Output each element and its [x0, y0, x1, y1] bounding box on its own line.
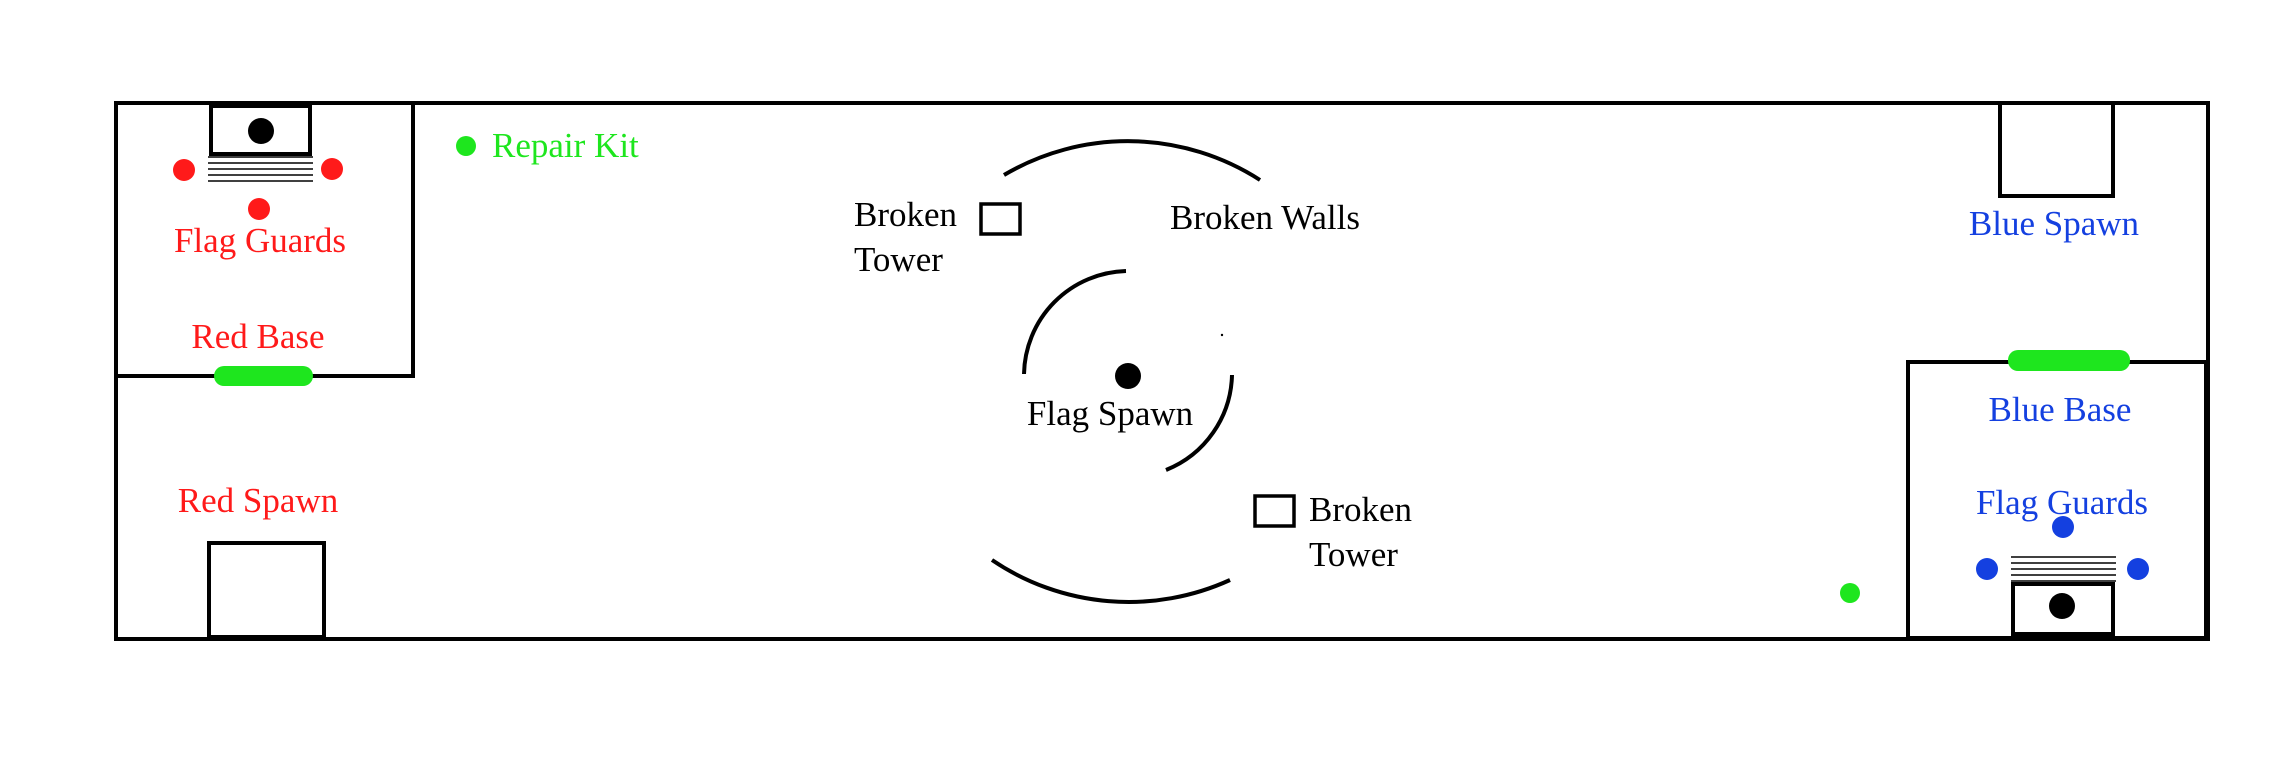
blue-base-label: Blue Base [1989, 390, 2132, 429]
flag-spawn-label: Flag Spawn [1027, 394, 1193, 433]
broken-tower-bottom [1253, 494, 1296, 528]
red-base-gate [214, 366, 313, 386]
broken-wall-inner-left [1022, 269, 1127, 375]
broken-walls-label: Broken Walls [1170, 198, 1360, 237]
blue-flag-guard [2052, 516, 2074, 538]
blue-flag-stand [2011, 582, 2115, 636]
red-base-label: Red Base [191, 317, 324, 356]
red-flag-guards-label: Flag Guards [174, 221, 346, 260]
blue-flag-guards-label: Flag Guards [1976, 483, 2148, 522]
red-flag-guard [248, 198, 270, 220]
broken-tower-top-label: Broken Tower [854, 195, 966, 279]
blue-spawn-label: Blue Spawn [1969, 204, 2139, 243]
broken-wall-outer-bottom [990, 558, 1231, 604]
flag-spawn-marker [1115, 363, 1141, 389]
repair-kit-marker [456, 136, 476, 156]
repair-kit-label: Repair Kit [492, 126, 639, 165]
blue-spawn-box [1998, 101, 2115, 198]
blue-base-gate [2008, 350, 2130, 371]
red-flag-stand [209, 104, 312, 156]
broken-tower-top [979, 202, 1022, 236]
red-flag-guard [321, 158, 343, 180]
blue-flag-guard [1976, 558, 1998, 580]
broken-tower-bottom-label: Broken Tower [1309, 490, 1421, 574]
broken-wall-outer-top [1002, 139, 1262, 182]
red-spawn-box [207, 541, 326, 639]
broken-wall-fragment [1220, 333, 1224, 337]
blue-flag-marker [2049, 593, 2075, 619]
red-spawn-label: Red Spawn [178, 481, 338, 520]
red-flag-guard [173, 159, 195, 181]
repair-kit-marker [1840, 583, 1860, 603]
red-flag-steps [208, 156, 313, 182]
broken-wall-inner-right [1165, 374, 1234, 472]
blue-flag-guard [2127, 558, 2149, 580]
blue-flag-steps [2011, 556, 2116, 582]
arena-border [114, 101, 2210, 641]
red-flag-marker [248, 118, 274, 144]
